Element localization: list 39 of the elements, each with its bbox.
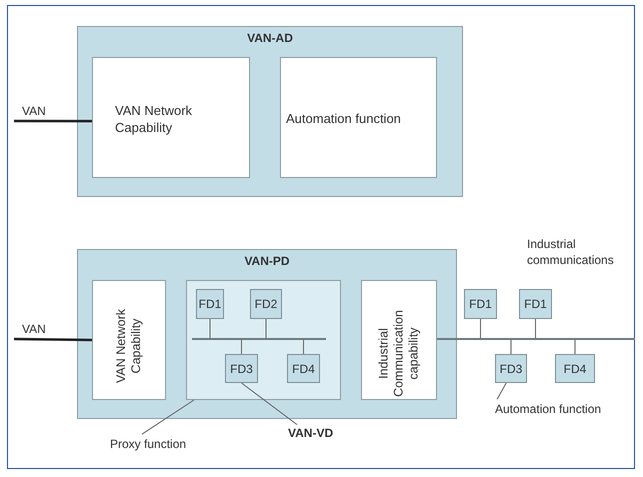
bus-line bbox=[192, 338, 326, 340]
network-line bbox=[14, 338, 92, 342]
function-box bbox=[92, 280, 166, 400]
bus-stub bbox=[241, 340, 242, 354]
function-box bbox=[92, 57, 250, 178]
function-box bbox=[280, 57, 437, 178]
device-box bbox=[77, 249, 457, 419]
proxy-box bbox=[186, 280, 341, 400]
leader-text: Proxy function bbox=[110, 437, 186, 451]
function-label: VAN Network Capability bbox=[115, 102, 194, 136]
bus-stub bbox=[574, 340, 576, 354]
leader-text: VAN-VD bbox=[288, 426, 334, 440]
field-device-box: FD2 bbox=[250, 289, 282, 319]
bus-stub bbox=[535, 318, 536, 338]
function-box bbox=[361, 280, 437, 400]
device-title: VAN-PD bbox=[243, 254, 291, 268]
device-box bbox=[77, 26, 463, 197]
function-label: Automation function bbox=[286, 110, 402, 127]
bus-stub bbox=[510, 340, 512, 354]
device-title: VAN-AD bbox=[246, 31, 294, 45]
signal-label: VAN bbox=[22, 104, 46, 118]
field-device-box: FD1 bbox=[196, 289, 224, 319]
bus-stub bbox=[480, 318, 481, 338]
field-device-box: FD1 bbox=[464, 289, 497, 319]
function-label: Industrial Communication capability bbox=[376, 309, 422, 399]
leader-line bbox=[496, 382, 507, 400]
function-label: VAN Network Capability bbox=[114, 308, 144, 386]
field-device-box: FD4 bbox=[555, 354, 595, 383]
field-device-box: FD3 bbox=[225, 354, 258, 383]
field-device-box: FD4 bbox=[287, 354, 320, 383]
bus-stub bbox=[303, 340, 304, 354]
field-device-box: FD3 bbox=[495, 354, 527, 383]
network-line bbox=[14, 120, 92, 122]
network-label: Industrial communications bbox=[527, 236, 615, 268]
leader-line bbox=[141, 400, 194, 435]
leader-text: Automation function bbox=[495, 402, 602, 416]
field-device-box: FD1 bbox=[519, 289, 552, 319]
bus-line bbox=[437, 338, 635, 340]
signal-label: VAN bbox=[22, 322, 46, 336]
